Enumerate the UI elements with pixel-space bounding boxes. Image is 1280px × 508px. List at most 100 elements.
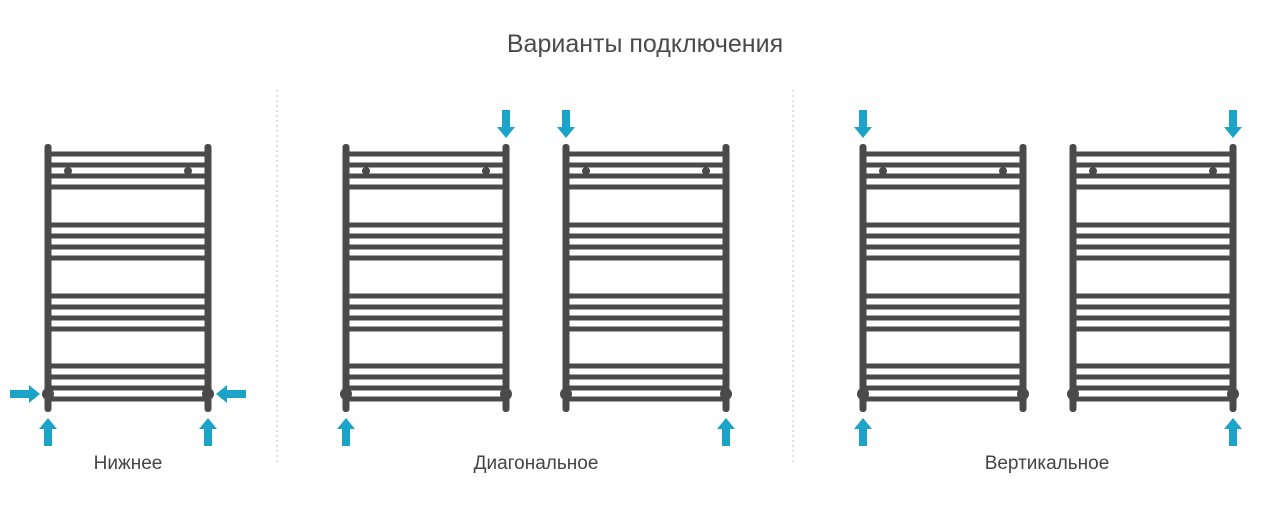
rail-bar [1073, 222, 1233, 228]
connection-point [1017, 388, 1029, 400]
rail-bar [566, 173, 726, 179]
rail-bar [566, 396, 726, 402]
rail-bar [863, 151, 1023, 157]
arrow-up-icon [337, 418, 355, 446]
towel-rail-4 [854, 110, 1029, 446]
rail-bar [1073, 233, 1233, 239]
rail-bar [346, 374, 506, 380]
rail-bar [566, 255, 726, 261]
rail-bar [566, 184, 726, 190]
rail-bar [566, 363, 726, 369]
rail-bar [1073, 385, 1233, 391]
rail-bar [566, 304, 726, 310]
rail-bar [1073, 293, 1233, 299]
arrow-down-icon [497, 110, 515, 138]
rail-bar [566, 374, 726, 380]
rail-post-left [562, 144, 570, 412]
rail-bar [1073, 244, 1233, 250]
rail-bar [566, 244, 726, 250]
label-diagonal-connection: Диагональное [473, 453, 599, 474]
rail-bar [566, 315, 726, 321]
rail-bar [346, 233, 506, 239]
rail-bar [48, 293, 208, 299]
rail-bar [1073, 173, 1233, 179]
rail-bar [1073, 304, 1233, 310]
connection-point [1067, 388, 1079, 400]
rail-bar [48, 385, 208, 391]
mount-dot [1209, 167, 1217, 175]
rail-bar [48, 374, 208, 380]
rail-bar [346, 293, 506, 299]
arrow-right-icon [10, 385, 40, 403]
rail-bar [1073, 396, 1233, 402]
towel-rail-2 [337, 110, 515, 446]
connection-point [560, 388, 572, 400]
mount-dot [999, 167, 1007, 175]
rail-bar [1073, 162, 1233, 168]
rail-bar [863, 233, 1023, 239]
rail-bar [863, 222, 1023, 228]
rail-bar [48, 326, 208, 332]
mount-dot [482, 167, 490, 175]
connection-point [1227, 388, 1239, 400]
rail-post-right [502, 144, 510, 412]
rail-bar [48, 396, 208, 402]
rail-bar [48, 304, 208, 310]
rail-bar [863, 315, 1023, 321]
rail-bar [346, 396, 506, 402]
rail-bar [346, 315, 506, 321]
rail-bar [566, 326, 726, 332]
arrow-up-icon [717, 418, 735, 446]
rail-bar [48, 173, 208, 179]
rail-post-right [204, 144, 212, 412]
connection-point [42, 388, 54, 400]
label-vertical-connection: Вертикальное [984, 453, 1110, 474]
rail-bar [566, 222, 726, 228]
rail-bar [566, 293, 726, 299]
rail-bar [863, 385, 1023, 391]
mount-dot [702, 167, 710, 175]
mount-dot [1089, 167, 1097, 175]
rail-post-left [859, 144, 867, 412]
rail-bar [566, 233, 726, 239]
arrow-left-icon [216, 385, 246, 403]
rail-bar [566, 162, 726, 168]
arrow-down-icon [1224, 110, 1242, 138]
arrow-down-icon [557, 110, 575, 138]
rail-bar [1073, 363, 1233, 369]
rail-bar [863, 255, 1023, 261]
towel-rail-5 [1067, 110, 1242, 446]
connection-point [500, 388, 512, 400]
arrow-up-icon [199, 418, 217, 446]
diagram-title: Варианты подключения [506, 30, 784, 58]
rail-post-left [342, 144, 350, 412]
mount-dot [184, 167, 192, 175]
rail-bar [48, 363, 208, 369]
mount-dot [64, 167, 72, 175]
rail-bar [346, 363, 506, 369]
rail-bar [346, 385, 506, 391]
rail-bar [346, 162, 506, 168]
rail-bar [48, 244, 208, 250]
rail-bar [1073, 315, 1233, 321]
rail-bar [863, 293, 1023, 299]
arrow-up-icon [39, 418, 57, 446]
rail-bar [346, 151, 506, 157]
mount-dot [582, 167, 590, 175]
rail-bar [863, 326, 1023, 332]
mount-dot [879, 167, 887, 175]
connection-point [857, 388, 869, 400]
rail-bar [48, 151, 208, 157]
mount-dot [362, 167, 370, 175]
rail-bar [1073, 374, 1233, 380]
rail-bar [346, 184, 506, 190]
arrow-up-icon [1224, 418, 1242, 446]
rail-bar [566, 385, 726, 391]
arrow-up-icon [854, 418, 872, 446]
rail-bar [863, 363, 1023, 369]
rail-bar [863, 244, 1023, 250]
rail-post-left [44, 144, 52, 412]
rail-bar [346, 304, 506, 310]
rail-bar [863, 184, 1023, 190]
